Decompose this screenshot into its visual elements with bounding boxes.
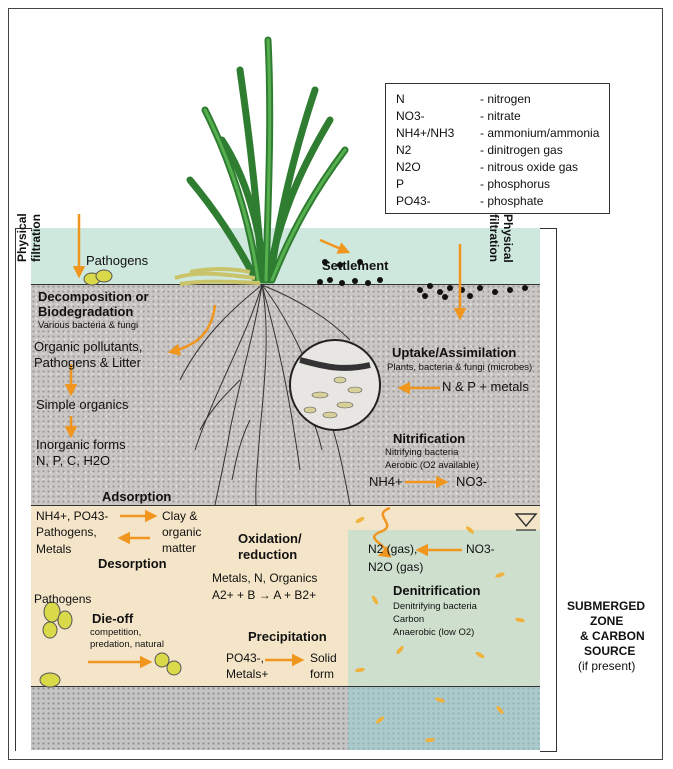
- legend-box: N- nitrogen NO3-- nitrate NH4+/NH3- ammo…: [385, 83, 610, 214]
- decomposition-label: Decomposition or: [38, 290, 149, 305]
- carbon-label: Carbon: [393, 615, 424, 626]
- n2-gas-label: N2 (gas),: [368, 543, 417, 557]
- oxidation-items: Metals, N, Organics: [212, 572, 317, 586]
- oxidation-label-1: Oxidation/: [238, 532, 302, 547]
- settlement-label: Settlement: [322, 259, 388, 274]
- uptake-label: Uptake/Assimilation: [392, 346, 516, 361]
- solid-label-1: Solid: [310, 652, 337, 666]
- clay-label-1: Clay &: [162, 510, 197, 524]
- clay-label-2: organic: [162, 526, 201, 540]
- submerged-label-1: SUBMERGED: [567, 600, 645, 614]
- anaerobic-label: Anaerobic (low O2): [393, 628, 474, 639]
- physical-filtration-left: Physical filtration: [16, 192, 44, 262]
- nh4-label: NH4+: [369, 475, 403, 490]
- submerged-label-5: (if present): [578, 660, 635, 674]
- adsorption-label: Adsorption: [102, 490, 171, 505]
- physical-filtration-right: Physical filtration: [486, 214, 514, 294]
- root-zoom-circle: [290, 340, 380, 430]
- plant-litter: [175, 269, 260, 284]
- die-off-sub-2: predation, natural: [90, 640, 164, 651]
- nitrification-label: Nitrification: [393, 432, 465, 447]
- no3-denit-label: NO3-: [466, 543, 495, 557]
- uptake-sub-label: Plants, bacteria & fungi (microbes): [387, 363, 532, 374]
- water-level-icon: [516, 514, 536, 526]
- submerged-label-3: & CARBON: [580, 630, 645, 644]
- nitrifying-label: Nitrifying bacteria: [385, 448, 458, 459]
- denitrification-label: Denitrification: [393, 584, 480, 599]
- bacteria-fungi-label: Various bacteria & fungi: [38, 321, 138, 332]
- pathogens-mid-label: Pathogens: [34, 593, 91, 607]
- organic-pollutants-label: Organic pollutants,: [34, 340, 142, 355]
- adsorption-items-2: Pathogens,: [36, 526, 97, 540]
- inorganic-list-label: N, P, C, H2O: [36, 454, 110, 469]
- inorganic-forms-label: Inorganic forms: [36, 438, 126, 453]
- solid-label-2: form: [310, 668, 334, 682]
- adsorption-items-3: Metals: [36, 543, 71, 557]
- submerged-label-2: ZONE: [590, 615, 623, 629]
- po4-label: PO43-,: [226, 652, 264, 666]
- adsorption-items-1: NH4+, PO43-: [36, 510, 108, 524]
- desorption-label: Desorption: [98, 557, 167, 572]
- oxidation-equation: A2+ + B → A + B2+: [212, 589, 316, 603]
- metals-plus-label: Metals+: [226, 668, 268, 682]
- pathogens-top-label: Pathogens: [86, 254, 148, 269]
- biodegradation-label: Biodegradation: [38, 305, 133, 320]
- simple-organics-label: Simple organics: [36, 398, 129, 413]
- uptake-items-label: N & P + metals: [442, 380, 529, 395]
- die-off-sub-1: competition,: [90, 628, 141, 639]
- die-off-label: Die-off: [92, 612, 133, 627]
- denit-bacteria-label: Denitrifying bacteria: [393, 602, 477, 613]
- oxidation-label-2: reduction: [238, 548, 297, 563]
- precipitation-label: Precipitation: [248, 630, 327, 645]
- no3-label: NO3-: [456, 475, 487, 490]
- submerged-label-4: SOURCE: [584, 645, 635, 659]
- aerobic-label: Aerobic (O2 available): [385, 461, 479, 472]
- n2o-gas-label: N2O (gas): [368, 561, 423, 575]
- pathogens-litter-label: Pathogens & Litter: [34, 356, 141, 371]
- clay-label-3: matter: [162, 542, 196, 556]
